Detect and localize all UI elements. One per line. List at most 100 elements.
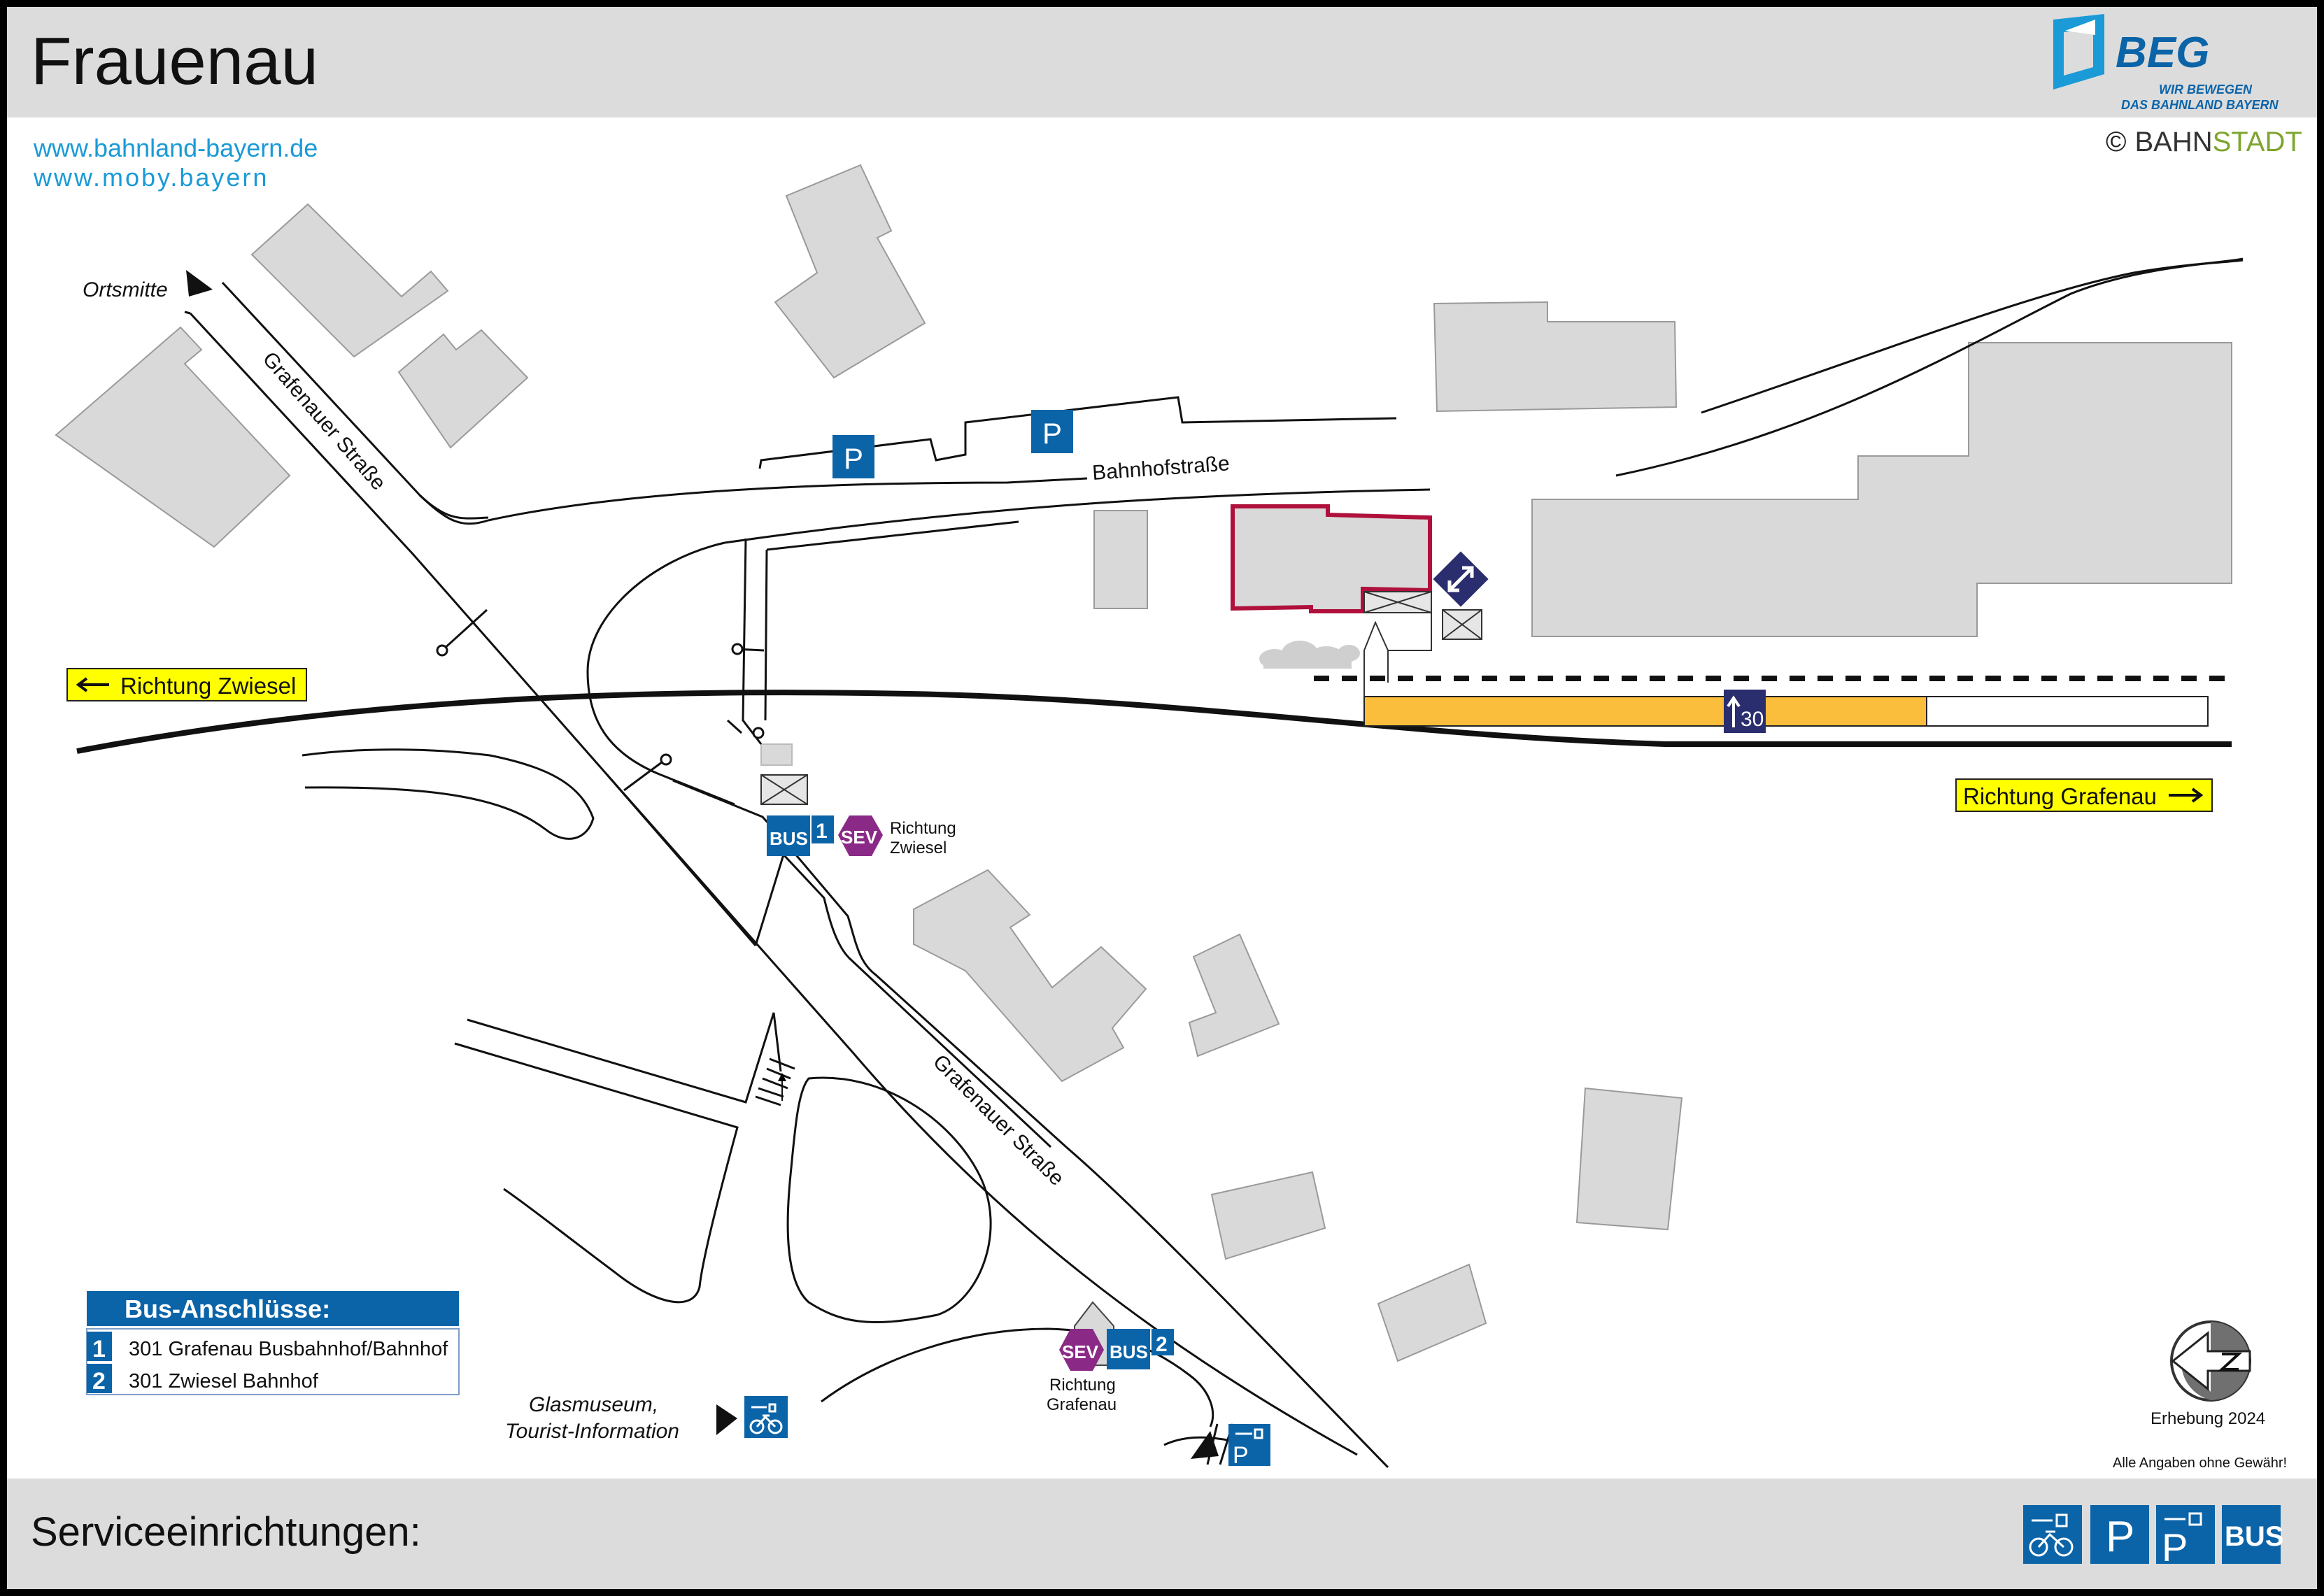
survey-year: Erhebung 2024	[2151, 1409, 2265, 1428]
copyright-stadt: STADT	[2213, 127, 2302, 157]
ticket-machines	[760, 591, 1482, 805]
road-edge	[1163, 1436, 1232, 1446]
barrier-markers	[436, 608, 765, 792]
road-edge	[726, 719, 743, 734]
platform-height-badge: 30	[1724, 690, 1766, 733]
building	[1531, 342, 2232, 637]
footer-title: Serviceeinrichtungen:	[31, 1509, 421, 1555]
arrow-up-icon	[1727, 695, 1741, 727]
bus-stop-1-richtung: Richtung	[890, 819, 956, 838]
road-edge	[672, 779, 1389, 1469]
parking-sign: P	[1031, 410, 1073, 453]
direction-grafenau-label: Richtung Grafenau	[1963, 783, 2157, 809]
road-edge	[754, 854, 785, 946]
bus-connections-title: Bus-Anschlüsse:	[125, 1295, 330, 1323]
building	[1210, 1171, 1326, 1260]
bus-connection-1-text: 301 Grafenau Busbahnhof/Bahnhof	[129, 1338, 448, 1360]
footer-parking-label: P	[2106, 1513, 2134, 1561]
platform-shelter	[1363, 613, 1432, 697]
ortsmitte-label: Ortsmitte	[83, 278, 168, 301]
north-arrow-icon	[2170, 1320, 2251, 1402]
bus-connection-2-number: 2	[92, 1368, 106, 1395]
direction-grafenau-sign: Richtung Grafenau	[1955, 778, 2213, 812]
platform-height-value: 30	[1741, 708, 1764, 731]
bus-stop-1: BUS 1 SEV Richtung Zwiesel	[767, 815, 956, 857]
park-charging-arrow-icon	[1191, 1431, 1219, 1459]
steam-locomotive-icon	[1259, 641, 1360, 669]
bus-stop-1-bus-label: BUS	[770, 828, 808, 849]
building	[1575, 1087, 1683, 1231]
road-edge	[418, 494, 489, 520]
link-bahnland[interactable]: www.bahnland-bayern.de	[33, 134, 318, 162]
copyright-symbol: ©	[2106, 127, 2126, 157]
page-title: Frauenau	[31, 24, 318, 99]
park-charging-icon: P	[1228, 1424, 1270, 1469]
bus-icon	[1107, 1329, 1150, 1369]
glasmuseum-arrow-icon	[716, 1404, 737, 1435]
direction-zwiesel-label: Richtung Zwiesel	[120, 673, 296, 699]
building	[1188, 933, 1280, 1057]
building	[250, 203, 449, 358]
parking-sign-label: P	[844, 442, 863, 475]
park-charging-icon: P	[2156, 1505, 2215, 1569]
road-edge	[586, 541, 735, 806]
direction-zwiesel-sign: Richtung Zwiesel	[66, 668, 307, 701]
platform-accessible-section	[1363, 696, 1927, 727]
bus-stop-1-destination: Zwiesel	[890, 839, 947, 857]
arrow-right-icon	[2169, 788, 2204, 803]
road-edge	[782, 853, 1052, 1148]
bus-icon: BUS	[2222, 1505, 2283, 1564]
footer-service-icons: P P BUS	[2023, 1505, 2283, 1569]
bus-stop-1-sev-label: SEV	[841, 827, 878, 848]
road-edge	[766, 520, 1019, 551]
bus-stop-number-badge	[1152, 1329, 1174, 1355]
bus-stop-2-bus-label: BUS	[1110, 1341, 1148, 1362]
buildings	[55, 164, 2232, 1362]
road-edge	[467, 1012, 782, 1104]
footer-bus-label: BUS	[2225, 1521, 2283, 1552]
beg-logo: BEG WIR BEWEGEN DAS BAHNLAND BAYERN	[2053, 14, 2279, 112]
beg-logo-accent-icon	[2065, 20, 2095, 35]
disclaimer: Alle Angaben ohne Gewähr!	[2113, 1455, 2287, 1471]
sev-icon	[838, 815, 883, 856]
header-bar	[7, 7, 2317, 117]
copyright-bahn: BAHN	[2134, 127, 2212, 157]
bus-stop-2: SEV BUS 2 Richtung Grafenau	[1047, 1301, 1174, 1414]
roundabout-inner	[786, 1076, 992, 1323]
link-moby[interactable]: www.moby.bayern	[33, 163, 269, 192]
footer-bar	[7, 1479, 2317, 1589]
railway-track	[76, 690, 2232, 754]
bus-stop-2-richtung: Richtung	[1049, 1376, 1116, 1395]
glasmuseum-label-2: Tourist-Information	[505, 1420, 679, 1443]
pedestrian-crossing	[755, 1057, 795, 1106]
beg-logo-text: BEG	[2116, 29, 2209, 77]
road-network	[185, 257, 2244, 1469]
beg-slogan-2: DAS BAHNLAND BAYERN	[2121, 98, 2279, 112]
bus-stop-number-badge	[812, 815, 834, 843]
bus-stop-2-destination: Grafenau	[1047, 1395, 1117, 1414]
bike-charging-icon	[744, 1396, 788, 1438]
bus-connections-table: Bus-Anschlüsse: 1 301 Grafenau Busbahnho…	[86, 1291, 460, 1395]
shelter-box	[760, 743, 793, 766]
park-charging-label: P	[1233, 1442, 1249, 1469]
bus-connection-1-number: 1	[92, 1336, 106, 1362]
parking-sign-label: P	[1042, 417, 1062, 450]
sev-icon	[1059, 1329, 1104, 1371]
parking-sign: P	[832, 435, 874, 478]
building	[55, 326, 291, 548]
road-edge	[454, 1042, 739, 1304]
building	[1433, 301, 1678, 413]
beg-slogan-1: WIR BEWEGEN	[2159, 83, 2253, 97]
bus-stop-2-sev-label: SEV	[1062, 1341, 1099, 1362]
copyright: © BAHNSTADT	[2106, 127, 2302, 157]
bus-icon	[767, 815, 810, 856]
building	[774, 164, 926, 379]
glasmuseum-label-1: Glasmuseum,	[529, 1393, 658, 1416]
road-edge	[1701, 259, 2244, 414]
road-edge	[606, 774, 1358, 1456]
parking-bay-edge	[758, 396, 1397, 469]
road-edge	[302, 748, 595, 840]
bus-stop-2-number: 2	[1156, 1333, 1168, 1356]
parking-icon: P	[2090, 1505, 2149, 1564]
